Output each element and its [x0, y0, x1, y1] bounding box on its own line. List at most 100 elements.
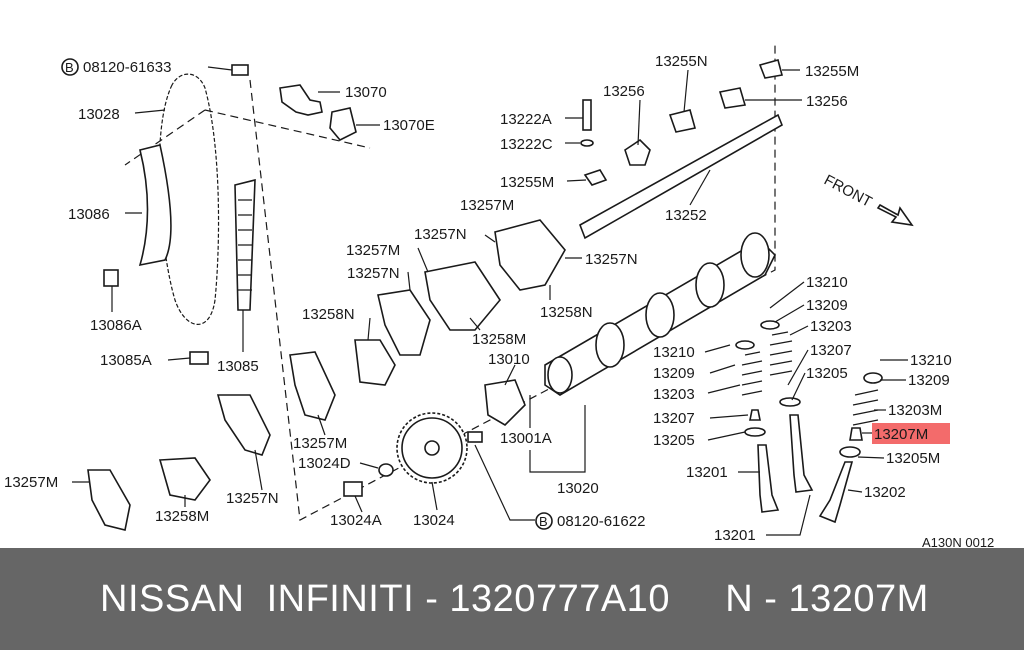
rocker-13258n-a [354, 339, 396, 386]
seal-13207m [849, 427, 863, 441]
diagram-ref-code: A130N 0012 [922, 535, 994, 548]
leader [774, 304, 805, 323]
label-13258n-b: 13258N [302, 306, 355, 323]
leader [417, 247, 429, 273]
part-13070e [329, 107, 357, 141]
leader [791, 372, 806, 401]
label-13028: 13028 [78, 106, 120, 123]
label-13024a: 13024A [330, 512, 382, 529]
retainer [760, 320, 780, 330]
leader [689, 169, 711, 206]
bolt-bottom [467, 431, 483, 443]
label-13020: 13020 [557, 480, 599, 497]
front-arrow-icon [876, 203, 914, 227]
seat-13205-left [744, 427, 766, 437]
banner-text: NISSAN INFINITI - 1320777A10 N - 13207M [100, 577, 929, 620]
bolt-symbol-top-letter: B [65, 60, 74, 75]
bolt-13086a [103, 269, 119, 287]
cam-lobe [595, 322, 625, 368]
leader [474, 444, 535, 521]
leader [207, 66, 233, 71]
label-13256-right: 13256 [806, 93, 848, 110]
label-13257n-b: 13257N [585, 251, 638, 268]
seal-13207 [749, 409, 761, 421]
rocker-arm-13257m-b [289, 351, 336, 421]
leader [431, 481, 438, 511]
valve-13202 [818, 461, 854, 524]
leader [847, 489, 863, 493]
label-13207-b: 13207 [810, 342, 852, 359]
label-13258m-b: 13258M [155, 508, 209, 525]
frame-line [204, 109, 371, 149]
label-13257n-d: 13257N [226, 490, 279, 507]
label-13210-b: 13210 [806, 274, 848, 291]
label-13207m: 13207M [874, 426, 928, 443]
clip-13255n [668, 109, 696, 133]
label-13070e: 13070E [383, 117, 435, 134]
label-13024d: 13024D [298, 455, 351, 472]
bolt-top [231, 64, 249, 76]
frame-line [249, 45, 776, 521]
leader [707, 431, 746, 441]
rocker-shaft [579, 113, 784, 240]
rocker-arm-13257m-a [424, 261, 501, 331]
leader [566, 179, 587, 182]
valve-13201-b [789, 414, 814, 493]
label-13205m: 13205M [886, 450, 940, 467]
leader [704, 344, 731, 353]
clip-13255m-right [758, 59, 783, 79]
rocker-arm-13257n-a [494, 219, 566, 291]
leader [484, 234, 496, 243]
retainer-13209-right [863, 372, 883, 384]
chain-guide [138, 144, 172, 267]
leader [529, 405, 586, 473]
label-13257m-c: 13257M [293, 435, 347, 452]
leader [787, 349, 809, 386]
label-13010: 13010 [488, 351, 530, 368]
tensioner-teeth [238, 199, 252, 291]
seat-13205m [839, 446, 861, 458]
label-bolt-bottom: 08120-61622 [557, 513, 645, 530]
label-13255m-right: 13255M [805, 63, 859, 80]
label-13257m-d: 13257M [4, 474, 58, 491]
label-13086a: 13086A [90, 317, 142, 334]
leader [254, 449, 263, 491]
sprocket-hub [424, 440, 440, 456]
leader [469, 317, 481, 331]
label-13205-b: 13205 [806, 365, 848, 382]
leader [769, 281, 805, 309]
label-13222c: 13222C [500, 136, 553, 153]
part-13070 [279, 84, 323, 116]
label-13258m-a: 13258M [472, 331, 526, 348]
leader [766, 494, 811, 536]
label-13205-a: 13205 [653, 432, 695, 449]
label-13255n: 13255N [655, 53, 708, 70]
label-13258n-a: 13258N [540, 304, 593, 321]
leader [857, 456, 885, 459]
rocker-arm-13257m-c [87, 469, 131, 531]
washer-13024d [378, 463, 394, 477]
parts-diagram: B B 08120-61633 13028 13070 13070E 13086… [4, 45, 994, 548]
valve-spring [769, 331, 793, 376]
cam-lobe [645, 292, 675, 338]
bolt-symbol-top [61, 58, 79, 76]
label-13252: 13252 [665, 207, 707, 224]
cam-lobe [740, 232, 770, 278]
label-13201-b: 13201 [714, 527, 756, 544]
label-13085a: 13085A [100, 352, 152, 369]
highlight-13207m [872, 423, 950, 444]
leader [789, 325, 809, 336]
cam-lobe [695, 262, 725, 308]
clip-13256-right [718, 87, 747, 109]
label-13256-left: 13256 [603, 83, 645, 100]
rocker-13258m-b [158, 457, 211, 501]
leader [637, 99, 641, 146]
label-bolt-top: 08120-61633 [83, 59, 171, 76]
leader [407, 271, 411, 291]
bolt-13024a [343, 481, 363, 497]
label-13257n-c: 13257N [347, 265, 400, 282]
label-13257m-b: 13257M [346, 242, 400, 259]
label-13201-a: 13201 [686, 464, 728, 481]
label-13070: 13070 [345, 84, 387, 101]
bolt-13085a [189, 351, 209, 365]
